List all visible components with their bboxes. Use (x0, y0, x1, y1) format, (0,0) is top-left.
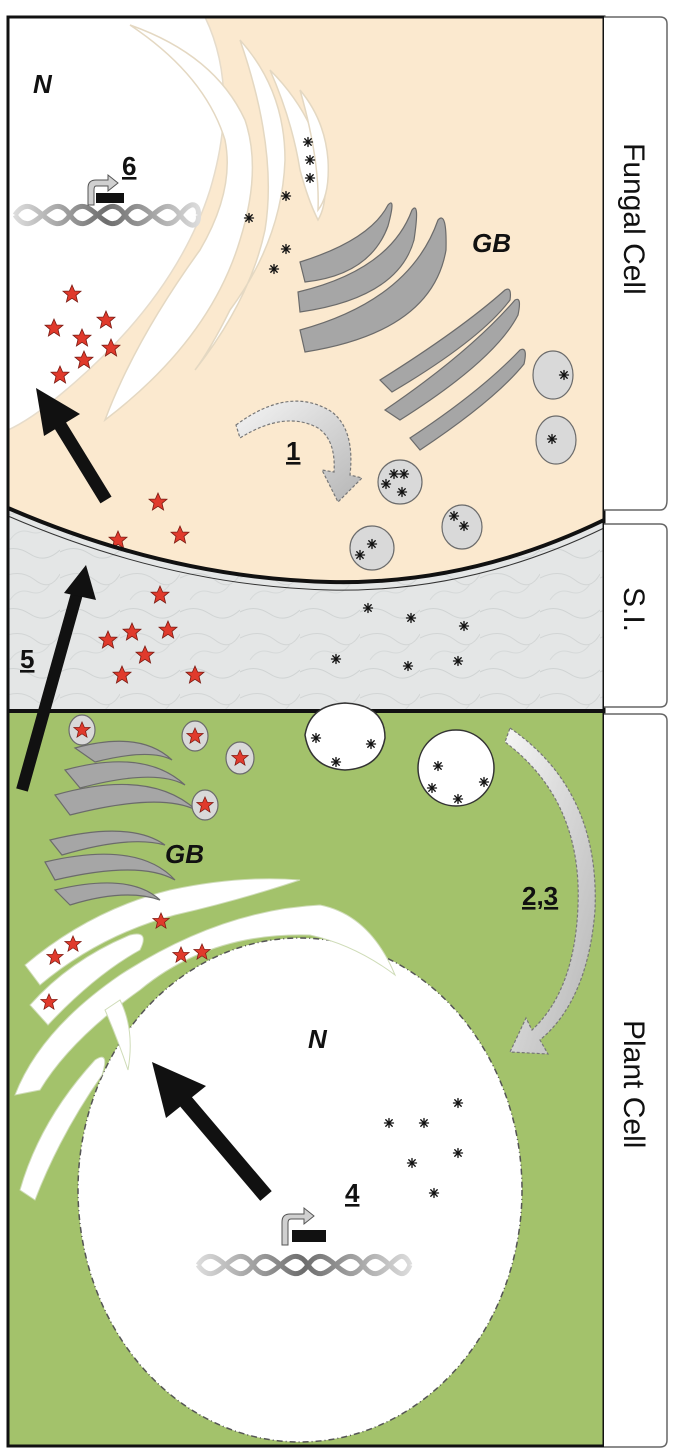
plant-golgi-label: GB (165, 839, 204, 869)
plant-nucleus-label: N (308, 1024, 328, 1054)
step-6-label: 6 (122, 151, 136, 181)
side-brackets (604, 16, 668, 1448)
plant-gene-icon (195, 1206, 413, 1276)
structural-interface-region (7, 506, 605, 713)
plant-nucleus (77, 937, 523, 1443)
step-1-label: 1 (286, 436, 300, 466)
expression-arrow-plant (152, 1062, 272, 1201)
plant-cell-label: Plant Cell (617, 1020, 650, 1148)
fungal-cell-label: Fungal Cell (617, 143, 650, 295)
step-23-label: 2,3 (522, 881, 558, 911)
interface-label: S.I. (617, 587, 650, 632)
plant-cell-region (8, 702, 604, 1446)
step-5-label: 5 (20, 644, 34, 674)
step1-arrow (235, 400, 364, 504)
step23-arrow (504, 727, 596, 1055)
fungal-cell-region (7, 16, 604, 583)
secretion-arrow-step5 (16, 565, 96, 792)
fungal-membrane (7, 506, 605, 585)
step-4-label: 4 (345, 1178, 360, 1208)
endocytic-vesicles (304, 702, 495, 807)
fungal-nucleus-label: N (33, 69, 53, 99)
fungal-vesicles (349, 350, 577, 571)
plant-golgi (44, 740, 197, 906)
fungal-golgi (297, 202, 526, 451)
uptake-arrow-fungal (36, 388, 112, 504)
plant-er (14, 878, 397, 1201)
fungal-golgi-label: GB (472, 228, 511, 258)
fungal-er (103, 24, 330, 423)
fungal-gene-icon (12, 173, 201, 228)
